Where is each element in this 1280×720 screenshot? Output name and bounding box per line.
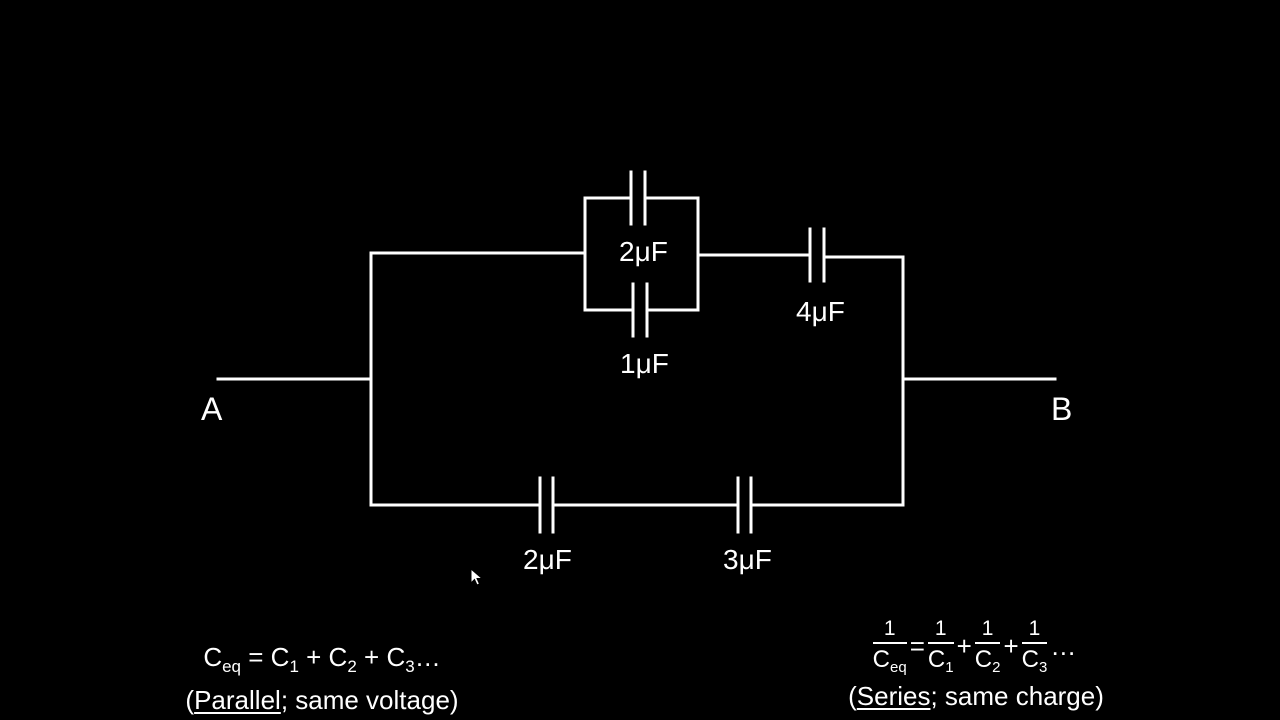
capacitor-label-top-upper: 2μF [619, 236, 668, 267]
mouse-cursor-icon [470, 568, 484, 586]
parallel-keyword: Parallel [194, 685, 281, 715]
capacitor-label-bottom-right: 3μF [723, 544, 772, 575]
node-a-label: A [201, 391, 223, 427]
capacitor-label-top-series: 4μF [796, 296, 845, 327]
capacitor-label-bottom-left: 2μF [523, 544, 572, 575]
parallel-formula: Ceq = C1 + C2 + C3… [203, 642, 441, 676]
series-keyword: Series [856, 681, 931, 711]
series-caption: (Series; same charge) [848, 681, 1104, 711]
parallel-caption: (Parallel; same voltage) [185, 685, 459, 715]
capacitor-label-top-lower: 1μF [620, 348, 669, 379]
parallel-rule: Ceq = C1 + C2 + C3… (Parallel; same volt… [172, 640, 472, 716]
node-b-label: B [1051, 391, 1073, 427]
